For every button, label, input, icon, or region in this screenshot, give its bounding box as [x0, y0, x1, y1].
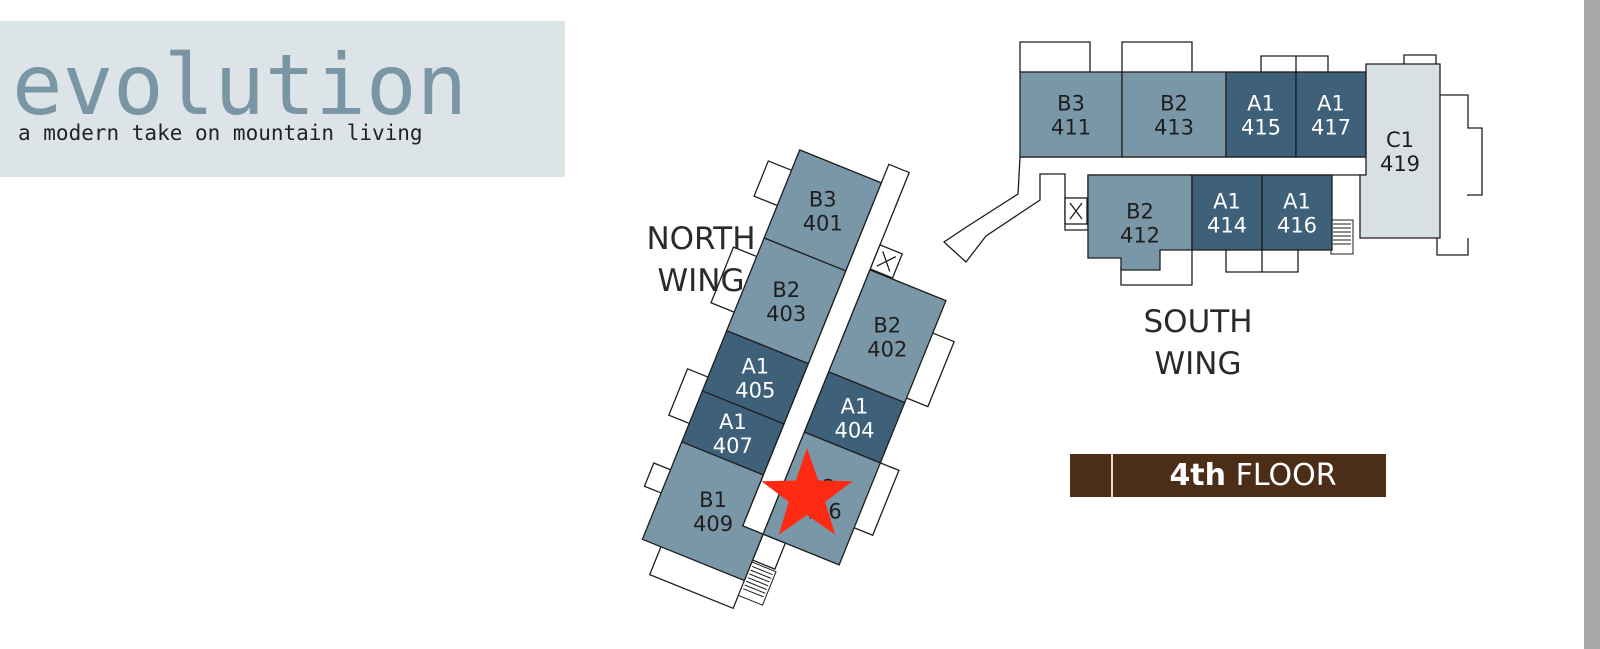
balcony-419-bottom [1436, 238, 1469, 256]
south-wing-building [942, 41, 1483, 286]
unit-number-401: 401 [803, 211, 843, 235]
unit-number-402: 402 [867, 337, 907, 361]
location-star-icon [761, 448, 853, 535]
balcony-419-top [1403, 54, 1437, 64]
unit-number-413: 413 [1154, 116, 1194, 140]
floor-badge-text: 4th FLOOR [1120, 454, 1386, 497]
balcony-401 [753, 160, 792, 207]
floor-badge: 4th FLOOR [1070, 454, 1386, 497]
unit-number-405: 405 [735, 378, 775, 402]
south-elevator-cross [1069, 202, 1083, 220]
unit-type-404: A1 [841, 394, 869, 418]
unit-416[interactable] [1261, 174, 1333, 251]
north-wing-label: NORTH WING [636, 218, 766, 302]
unit-type-402: B2 [873, 313, 901, 337]
unit-type-403: B2 [772, 278, 800, 302]
unit-type-416: A1 [1283, 190, 1311, 214]
right-edge-bar [1584, 0, 1600, 649]
unit-type-411: B3 [1057, 92, 1085, 116]
logo-banner: evolution a modern take on mountain livi… [0, 21, 565, 177]
logo-tagline: a modern take on mountain living [18, 121, 423, 145]
unit-number-403: 403 [766, 302, 806, 326]
balcony-405-407 [667, 367, 709, 425]
balcony-419-right [1440, 94, 1483, 196]
floor-badge-number: 4th [1169, 458, 1227, 493]
unit-type-405: A1 [741, 354, 769, 378]
north-wing-building [641, 149, 955, 610]
balcony-406 [853, 462, 900, 537]
unit-type-414: A1 [1213, 190, 1241, 214]
south-wing-label: SOUTH WING [1133, 301, 1263, 385]
unit-type-412: B2 [1126, 200, 1154, 224]
unit-417[interactable] [1295, 71, 1367, 158]
unit-number-407: 407 [713, 434, 753, 458]
unit-number-404: 404 [834, 418, 874, 442]
unit-number-409: 409 [693, 512, 733, 536]
unit-number-414: 414 [1207, 214, 1247, 238]
unit-419[interactable] [1359, 63, 1441, 239]
unit-type-419: C1 [1386, 128, 1414, 152]
unit-number-412: 412 [1120, 224, 1160, 248]
unit-type-401: B3 [809, 187, 837, 211]
unit-type-407: A1 [719, 410, 747, 434]
unit-number-419: 419 [1380, 152, 1420, 176]
balcony-403 [710, 246, 757, 313]
floor-badge-word: FLOOR [1235, 458, 1337, 493]
unit-type-417: A1 [1317, 92, 1345, 116]
south-wing-label-line2: WING [1154, 346, 1242, 382]
north-wing-label-line2: WING [657, 263, 745, 299]
north-elevator-cross [876, 251, 897, 272]
balcony-415-417 [1260, 55, 1329, 72]
unit-411[interactable] [1019, 71, 1123, 158]
unit-number-411: 411 [1051, 116, 1091, 140]
unit-409[interactable] [641, 441, 783, 582]
unit-labels: B3411B2413A1415A1417C1419B2412A1414A1416… [693, 92, 1420, 537]
unit-number-416: 416 [1277, 214, 1317, 238]
floor-badge-divider [1111, 454, 1113, 497]
balcony-402 [906, 332, 955, 408]
north-wing-label-line1: NORTH [646, 221, 756, 257]
unit-type-409: B1 [699, 488, 727, 512]
logo-wordmark: evolution [12, 36, 468, 134]
south-wing-label-line1: SOUTH [1143, 304, 1253, 340]
unit-type-415: A1 [1247, 92, 1275, 116]
unit-414[interactable] [1191, 174, 1263, 251]
unit-number-415: 415 [1241, 116, 1281, 140]
unit-number-417: 417 [1311, 116, 1351, 140]
balcony-414-416 [1225, 250, 1299, 273]
balcony-413 [1121, 41, 1193, 72]
unit-413[interactable] [1121, 71, 1227, 158]
unit-type-413: B2 [1160, 92, 1188, 116]
south-stairs-icon [1330, 219, 1354, 255]
balcony-411 [1019, 41, 1091, 72]
unit-415[interactable] [1225, 71, 1297, 158]
